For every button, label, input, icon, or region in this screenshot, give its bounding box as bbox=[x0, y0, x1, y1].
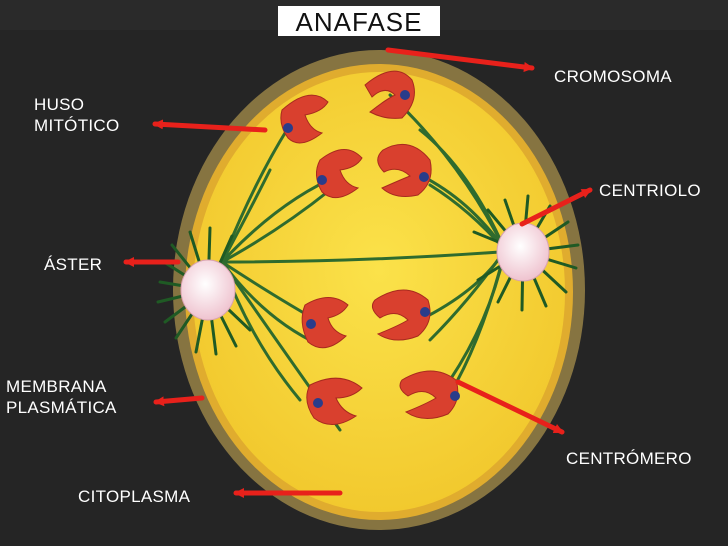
arrow-centromero bbox=[455, 379, 565, 435]
arrow-centriolo bbox=[519, 187, 593, 227]
chromosome bbox=[399, 370, 459, 419]
centromere bbox=[317, 175, 327, 185]
centromere bbox=[283, 123, 293, 133]
label-citoplasma: CITOPLASMA bbox=[78, 487, 191, 506]
page-title: ANAFASE bbox=[295, 7, 423, 37]
chromosome bbox=[280, 94, 329, 144]
arrow-huso bbox=[152, 119, 268, 133]
label-centromero: CENTRÓMERO bbox=[566, 449, 692, 468]
chromosomes bbox=[280, 70, 459, 425]
centromere bbox=[420, 307, 430, 317]
arrow-cromosoma bbox=[385, 47, 535, 72]
label-aster: ÁSTER bbox=[44, 255, 103, 274]
centromere bbox=[450, 391, 460, 401]
label-membrana-plasmatica: MEMBRANA PLASMÁTICA bbox=[6, 377, 117, 417]
chromosome bbox=[377, 143, 432, 197]
chromosome bbox=[301, 297, 349, 349]
centriole-left bbox=[180, 259, 236, 321]
chromosome bbox=[316, 149, 363, 199]
label-arrows bbox=[123, 47, 593, 498]
label-cromosoma: CROMOSOMA bbox=[554, 67, 672, 86]
label-huso-mitotico: HUSO MITÓTICO bbox=[34, 95, 120, 135]
cytoplasm bbox=[193, 72, 565, 512]
arrow-membrana bbox=[153, 395, 205, 407]
label-centriolo: CENTRIOLO bbox=[599, 181, 701, 200]
title-box: ANAFASE bbox=[278, 6, 440, 37]
centromere bbox=[419, 172, 429, 182]
centromere bbox=[400, 90, 410, 100]
centromeres bbox=[283, 90, 460, 408]
centromere bbox=[313, 398, 323, 408]
chromosome bbox=[371, 289, 431, 341]
centriole-right bbox=[496, 222, 550, 282]
chromosome bbox=[364, 70, 415, 119]
centromere bbox=[306, 319, 316, 329]
chromosome bbox=[306, 377, 363, 425]
